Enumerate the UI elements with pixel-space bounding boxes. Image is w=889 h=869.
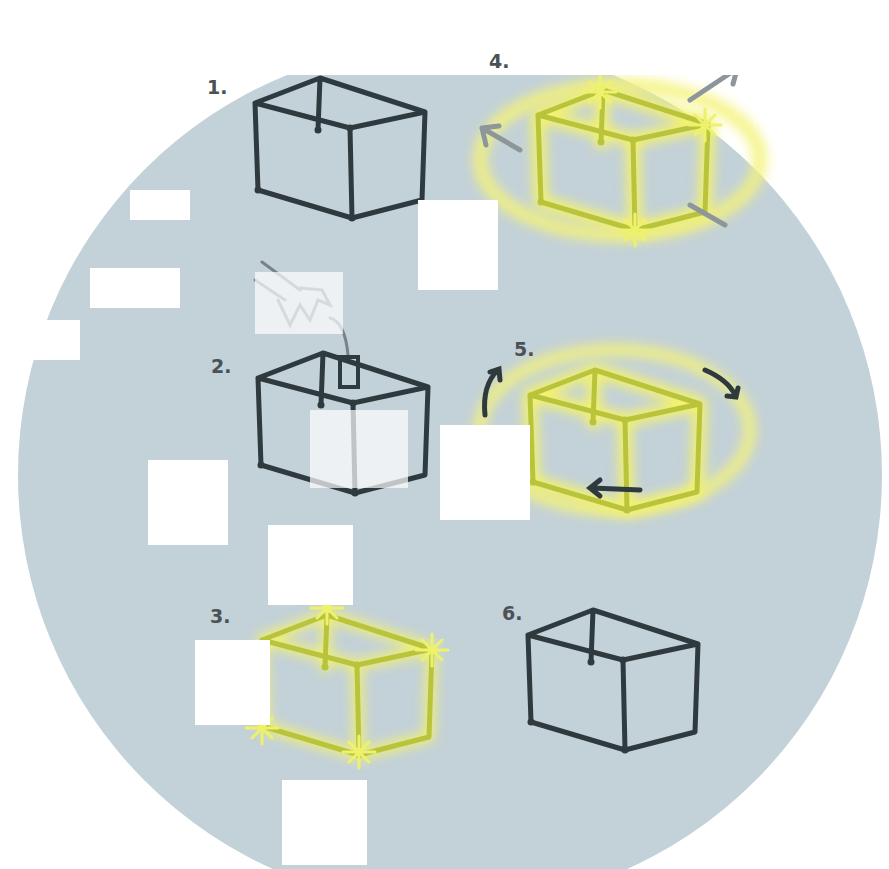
callout-number: 4.	[489, 52, 509, 71]
box-sketch	[528, 610, 699, 754]
pixel-square	[255, 272, 408, 488]
callout-number: 1.	[207, 78, 227, 97]
box-sketch	[530, 370, 701, 514]
box-sketch	[255, 78, 426, 222]
callout-number: 2.	[211, 357, 231, 376]
callout-number: 5.	[514, 340, 534, 359]
background-disc	[18, 43, 882, 869]
hand-sketch	[255, 262, 358, 387]
callout-number: 3.	[210, 607, 230, 626]
move-arrow	[482, 68, 737, 225]
box-sketch	[538, 90, 709, 234]
box-sketch	[262, 615, 433, 759]
box-sketch	[258, 353, 429, 497]
callout-number: 6.	[502, 604, 522, 623]
